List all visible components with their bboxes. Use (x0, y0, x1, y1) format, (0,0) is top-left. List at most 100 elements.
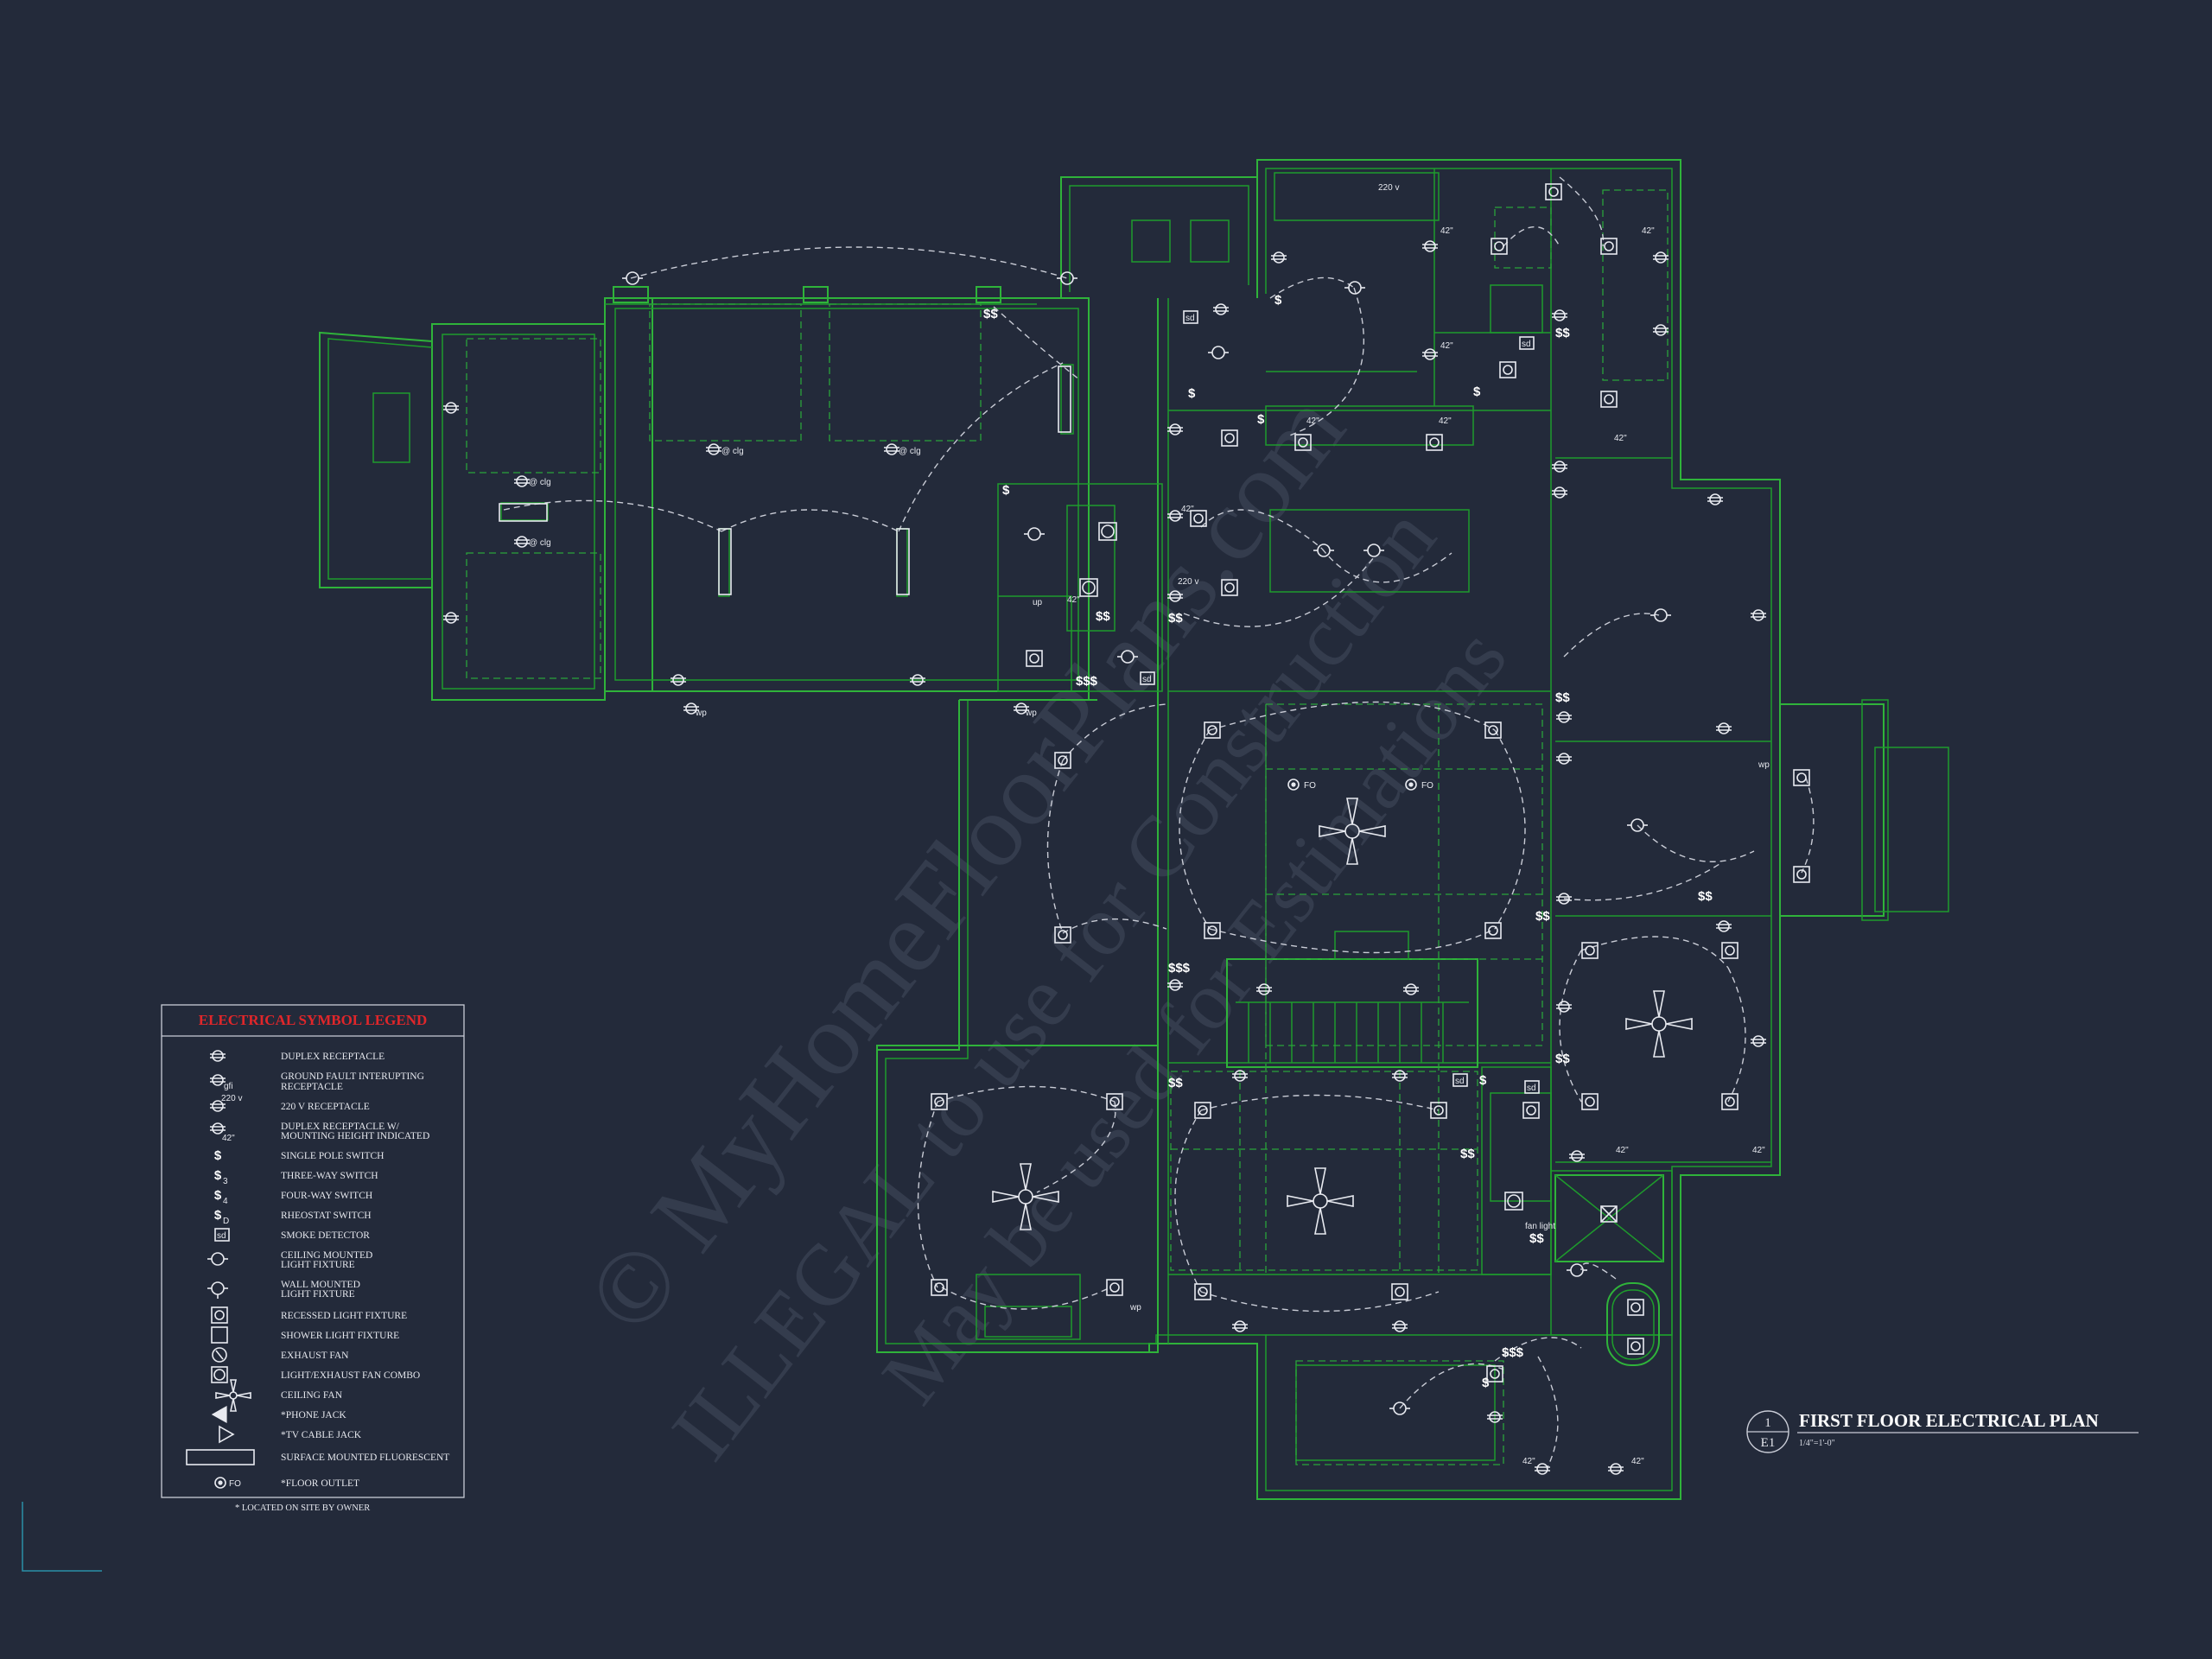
svg-text:42": 42" (1642, 226, 1655, 236)
recessed-light-icon (1793, 769, 1810, 786)
svg-text:$$: $$ (1555, 326, 1570, 340)
legend-label-220v: 220 V RECEPTACLE (281, 1102, 370, 1112)
duplex-receptacle-icon (706, 443, 721, 455)
svg-text:42": 42" (1439, 416, 1452, 426)
tv-cable-jack-icon (219, 1425, 235, 1444)
ceiling-fan-icon (1287, 1167, 1354, 1235)
fluorescent-icon (499, 503, 548, 522)
legend-label-floor-outlet: *FLOOR OUTLET (281, 1478, 359, 1489)
svg-text:42": 42" (1440, 226, 1453, 236)
recessed-light-icon (1721, 942, 1738, 959)
duplex-receptacle-icon (1271, 251, 1287, 264)
svg-text:220 v: 220 v (1378, 183, 1399, 193)
light-exhaust-fan-icon (1079, 578, 1098, 597)
recessed-light-fixtures (931, 183, 1810, 1382)
svg-text:@ clg: @ clg (529, 538, 551, 548)
ceiling-light-icon (1650, 608, 1671, 622)
duplex-receptacle-icon (1213, 303, 1229, 315)
wall-light-icon (207, 1281, 228, 1299)
gfi-receptacle-icon: gfi (210, 1074, 233, 1091)
mounting-height-receptacle-icon: 42" (210, 1122, 235, 1143)
ceiling-fan-icon (1319, 798, 1386, 865)
svg-text:sd: sd (1142, 675, 1152, 684)
svg-text:$: $ (214, 1208, 222, 1223)
recessed-light-icon (1194, 1102, 1211, 1119)
duplex-receptacle-icon (1556, 893, 1572, 905)
legend-label-recessed: RECESSED LIGHT FIXTURE (281, 1311, 407, 1321)
legend-label-gfi: GROUND FAULT INTERUPTING (281, 1071, 424, 1082)
duplex-receptacle-icon (514, 475, 530, 487)
duplex-receptacle-icon (1608, 1463, 1624, 1475)
duplex-receptacle-icon (1556, 711, 1572, 723)
legend-label-tv: *TV CABLE JACK (281, 1430, 362, 1440)
svg-text:42": 42" (1440, 341, 1453, 351)
svg-text:sd: sd (1185, 314, 1195, 323)
svg-text:FO: FO (1304, 781, 1316, 791)
duplex-receptacle-icon (1167, 423, 1183, 435)
duplex-receptacle-icon (1707, 493, 1723, 505)
svg-text:42": 42" (222, 1134, 235, 1143)
duplex-receptacle-icon (1569, 1150, 1585, 1162)
ceiling-light-icon (1057, 271, 1077, 285)
svg-text:42": 42" (1522, 1457, 1535, 1466)
duplex-receptacle-icon (1552, 309, 1567, 321)
watermark: © MyHomeFloorPlans.com ILLEGAL to use fo… (564, 372, 1524, 1477)
ceiling-light-fixtures (622, 271, 1671, 1415)
duplex-receptacle-icon (1716, 920, 1732, 932)
svg-text:wp: wp (1129, 1303, 1141, 1313)
svg-text:FO: FO (229, 1479, 241, 1489)
svg-text:$$: $$ (1535, 909, 1550, 924)
duplex-receptacle-icon (1232, 1070, 1248, 1082)
svg-text:$$: $$ (983, 307, 998, 321)
legend-label-wall-light: WALL MOUNTED (281, 1280, 360, 1290)
single-pole-switch-icon: $ (214, 1148, 222, 1163)
legend-label-ceiling-light-2: LIGHT FIXTURE (281, 1260, 355, 1270)
floor-outlet-icon: FO (214, 1477, 241, 1489)
legend-footnote: * LOCATED ON SITE BY OWNER (235, 1503, 370, 1513)
plan-tags: @ clg @ clg @ clg @ clg wp wp wp wp 220 … (529, 183, 1770, 1466)
recessed-light-icon (1600, 391, 1618, 408)
svg-text:42": 42" (1631, 1457, 1644, 1466)
floor-outlet-icon: FO (1405, 779, 1433, 791)
duplex-receptacle-icon (1556, 753, 1572, 765)
legend-label-duplex: DUPLEX RECEPTACLE (281, 1052, 385, 1062)
duplex-receptacle-icon (1653, 251, 1669, 264)
legend-label-smoke: SMOKE DETECTOR (281, 1230, 370, 1241)
duplex-receptacle-icon (210, 1050, 226, 1062)
svg-text:$$: $$ (1460, 1147, 1475, 1161)
duplex-receptacle-icon (1403, 983, 1419, 995)
duplex-receptacle-icon (1716, 722, 1732, 734)
ceiling-light-icon (622, 271, 643, 285)
duplex-receptacle-icon (1653, 324, 1669, 336)
recessed-light-icon (1294, 434, 1312, 451)
recessed-light-icon (1106, 1279, 1123, 1296)
recessed-light-icon (1484, 721, 1502, 739)
fluorescent-icon (1058, 365, 1071, 433)
legend-label-phone: *PHONE JACK (281, 1410, 346, 1421)
svg-text:$$: $$ (1555, 690, 1570, 705)
recessed-light-icon (1391, 1283, 1408, 1300)
watermark-line-2: ILLEGAL to use for Construction (653, 490, 1453, 1477)
legend-label-light-exhaust: LIGHT/EXHAUST FAN COMBO (281, 1370, 420, 1381)
light-exhaust-fan-icon (1098, 522, 1117, 541)
svg-text:wp: wp (1758, 760, 1770, 770)
svg-text:$$: $$ (1698, 889, 1713, 904)
duplex-receptacle-icon (1422, 240, 1438, 252)
smoke-detector-icon: sd (1140, 671, 1155, 685)
light-exhaust-fan-icon (211, 1366, 228, 1383)
ceiling-light-icon (1344, 281, 1365, 295)
four-way-switch-icon: $4 (214, 1188, 228, 1206)
shower-light-icon (211, 1326, 228, 1344)
light-exhaust-fan-icon (1504, 1192, 1523, 1211)
fluorescent-icon (186, 1449, 255, 1465)
svg-text:D: D (223, 1217, 229, 1226)
svg-text:$: $ (1257, 412, 1265, 427)
ceiling-fan-icon (1625, 990, 1693, 1058)
svg-text:@ clg: @ clg (721, 447, 744, 456)
watermark-line-1: © MyHomeFloorPlans.com (564, 372, 1366, 1353)
duplex-receptacle-icon (1167, 979, 1183, 991)
svg-text:up: up (1033, 598, 1043, 607)
recessed-light-icon (1627, 1338, 1644, 1355)
duplex-receptacle-icon (1167, 590, 1183, 602)
duplex-receptacle-icon (1751, 1035, 1766, 1047)
